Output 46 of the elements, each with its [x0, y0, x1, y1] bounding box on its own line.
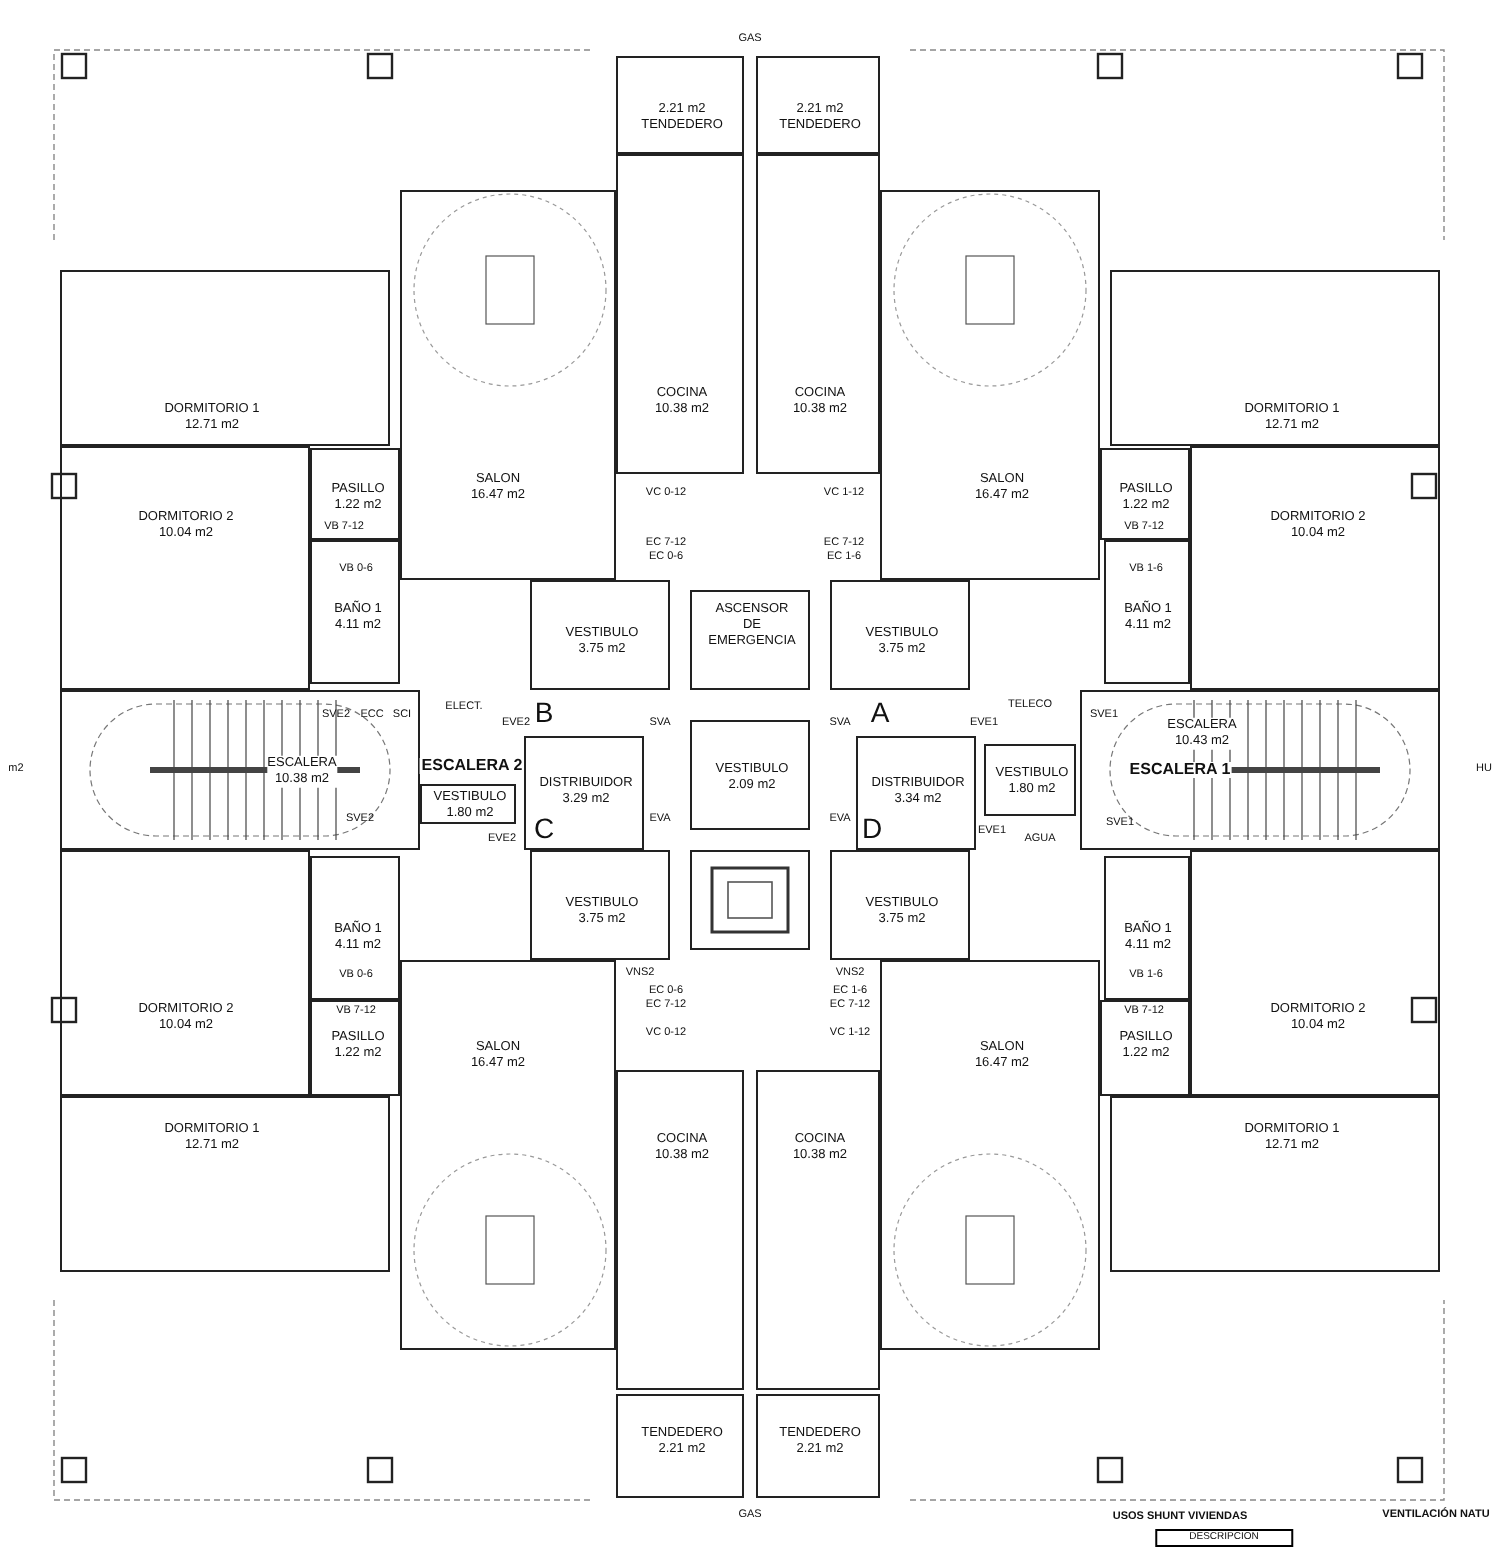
room	[880, 960, 1100, 1350]
room	[856, 736, 976, 850]
room	[1104, 540, 1190, 684]
room	[60, 690, 420, 850]
room	[1110, 270, 1440, 446]
room	[830, 850, 970, 960]
room	[310, 540, 400, 684]
room	[60, 446, 310, 690]
room	[1100, 448, 1190, 540]
room	[616, 1070, 744, 1390]
room	[1190, 446, 1440, 690]
room	[524, 736, 644, 850]
elevator-shaft	[690, 850, 810, 950]
room	[310, 448, 400, 540]
zone-letter: D	[861, 814, 883, 842]
room	[880, 190, 1100, 580]
room	[1100, 1000, 1190, 1096]
room	[756, 154, 880, 474]
zone-letter: B	[534, 698, 554, 726]
room	[1104, 856, 1190, 1000]
room	[1110, 1096, 1440, 1272]
room	[830, 580, 970, 690]
room	[756, 1070, 880, 1390]
stair-name: ESCALERA 2	[419, 758, 525, 774]
room	[60, 850, 310, 1096]
zone-letter: A	[870, 698, 890, 726]
zone-letter: C	[533, 814, 555, 842]
room	[530, 850, 670, 960]
room	[984, 744, 1076, 816]
room	[400, 190, 616, 580]
room	[60, 270, 390, 446]
room	[690, 590, 810, 690]
room	[616, 56, 744, 154]
room	[616, 154, 744, 474]
room	[420, 784, 516, 824]
room	[616, 1394, 744, 1498]
room	[756, 56, 880, 154]
stair-name: ESCALERA 1	[1127, 762, 1233, 778]
room	[60, 1096, 390, 1272]
room	[310, 856, 400, 1000]
room	[690, 720, 810, 830]
room	[310, 1000, 400, 1096]
room	[1190, 850, 1440, 1096]
room	[530, 580, 670, 690]
room	[400, 960, 616, 1350]
room	[756, 1394, 880, 1498]
